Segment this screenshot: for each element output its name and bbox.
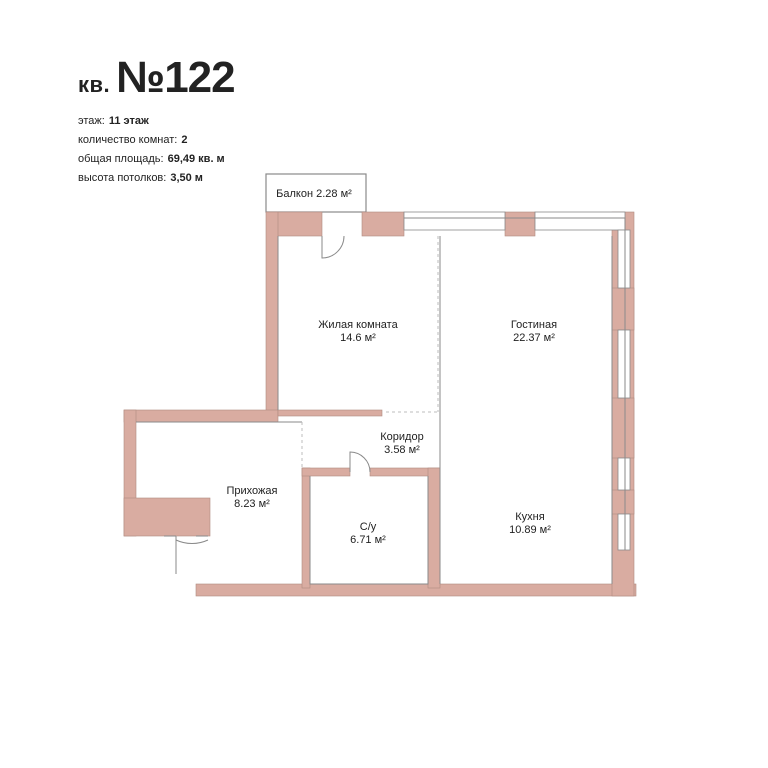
entrance-door-icon xyxy=(175,536,209,574)
kitchen-area: 10.89 м² xyxy=(509,524,551,536)
apartment-prefix: кв. xyxy=(78,72,111,97)
hallway-name: Прихожая xyxy=(227,485,278,497)
bathroom-name: С/у xyxy=(360,521,377,533)
info-floor: этаж:11 этаж xyxy=(78,115,149,127)
apartment-title: кв. №122 xyxy=(78,53,236,102)
balcony-door-icon xyxy=(321,235,345,259)
info-rooms-count: количество комнат:2 xyxy=(78,134,188,146)
partitions xyxy=(301,236,440,468)
guest-room-area: 22.37 м² xyxy=(513,332,555,344)
exterior-walls xyxy=(123,211,637,597)
apartment-info: этаж:11 этаж количество комнат:2 общая п… xyxy=(78,112,225,188)
room-labels: Балкон 2.28 м² Жилая комната 14.6 м² Гос… xyxy=(227,188,558,546)
bathroom-area: 6.71 м² xyxy=(350,534,386,546)
info-ceiling-height: высота потолков:3,50 м xyxy=(78,172,203,184)
balcony-outline xyxy=(265,173,367,213)
bathroom-door-icon xyxy=(349,451,371,473)
apartment-header: кв. №122 xyxy=(78,53,236,102)
living-room-area: 14.6 м² xyxy=(340,332,376,344)
balcony-label: Балкон 2.28 м² xyxy=(276,188,352,200)
corridor-name: Коридор xyxy=(380,431,423,443)
apartment-number: №122 xyxy=(116,53,235,102)
info-total-area: общая площадь:69,49 кв. м xyxy=(78,153,225,165)
wall-outlines xyxy=(136,217,626,585)
guest-room-name: Гостиная xyxy=(511,319,557,331)
corridor-area: 3.58 м² xyxy=(384,444,420,456)
windows xyxy=(403,211,631,551)
living-room-name: Жилая комната xyxy=(318,319,398,331)
hallway-area: 8.23 м² xyxy=(234,498,270,510)
kitchen-name: Кухня xyxy=(515,511,544,523)
doors xyxy=(164,235,371,574)
